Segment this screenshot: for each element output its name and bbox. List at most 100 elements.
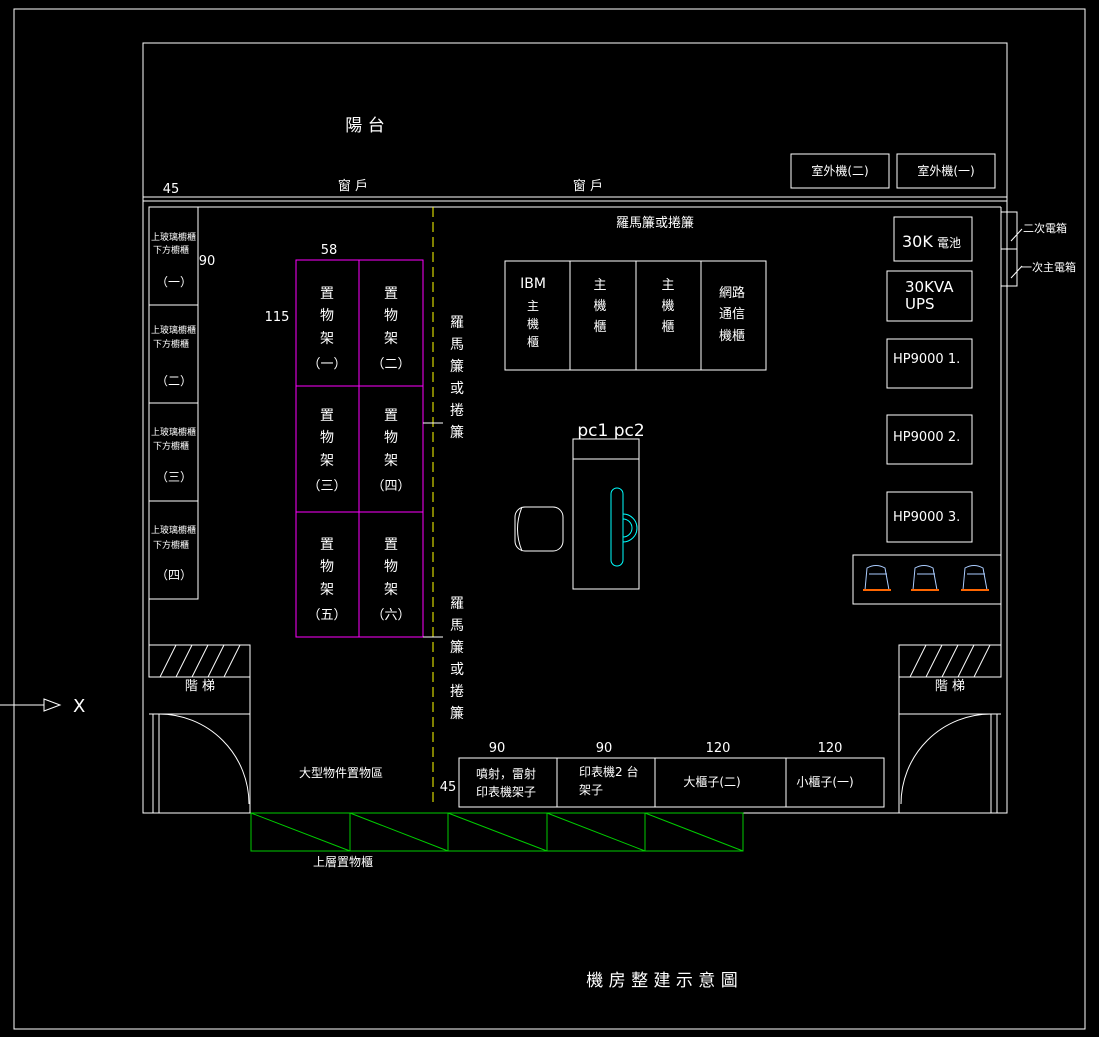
curtain-char: 簾 <box>450 640 464 656</box>
server-label: 主 <box>527 299 539 313</box>
bottom-cabinet-row <box>458 757 885 808</box>
shelf-num: （四） <box>371 479 410 494</box>
stairs-right-label: 階 梯 <box>935 679 965 694</box>
window-label-2: 窗 戶 <box>573 178 603 194</box>
x-marker-label: X <box>73 696 85 717</box>
battery-box <box>893 216 973 262</box>
shelf-char: 置 <box>320 408 334 424</box>
server-label: 機 <box>593 299 606 314</box>
hp9000-1 <box>886 338 973 389</box>
left-cabinet-line1: 上玻璃櫥櫃 <box>151 231 196 243</box>
shelf-char: 物 <box>384 308 398 324</box>
shelf-num: （五） <box>307 608 346 623</box>
curtain-char: 簾 <box>450 706 464 722</box>
shelf-char: 物 <box>320 308 334 324</box>
server-label: 櫃 <box>593 320 606 335</box>
shelf-num: （六） <box>371 608 410 623</box>
hp9000-2-label: HP9000 2. <box>893 430 960 445</box>
stairs-right <box>898 644 1002 813</box>
curtain-char: 馬 <box>450 337 464 353</box>
balcony-label: 陽 台 <box>345 116 384 136</box>
chair-icon <box>514 506 564 552</box>
stairs-left-label: 階 梯 <box>185 679 215 694</box>
server-label: 機 <box>527 316 539 331</box>
left-cabinet-line2: 下方櫥櫃 <box>153 338 189 350</box>
dim-cab-2: 90 <box>596 741 613 756</box>
left-cabinet-num: （二） <box>156 374 192 388</box>
dim-58: 58 <box>321 243 338 258</box>
shelf-char: 物 <box>384 430 398 446</box>
left-cabinet-line1: 上玻璃櫥櫃 <box>151 324 196 336</box>
bottom-cabinets: 噴射，雷射 印表機架子 印表機2 台 架子 大櫃子(二) 小櫃子(一) <box>458 757 885 808</box>
curtain-label-top: 羅馬簾或捲簾 <box>616 215 694 231</box>
left-cabinet-line2: 下方櫥櫃 <box>153 440 189 452</box>
panel-leader <box>1010 265 1023 279</box>
panel-label-main: 一次主電箱 <box>1021 260 1076 274</box>
left-cabinet-num: （四） <box>156 568 192 582</box>
battery-label-b: 電池 <box>937 236 961 250</box>
building-outline <box>142 42 1008 814</box>
large-item-area-label: 大型物件置物區 <box>299 766 383 780</box>
curtain-label-v1: 羅 馬 簾 或 捲 簾 <box>450 315 464 441</box>
left-cabinet-line1: 上玻璃櫥櫃 <box>151 524 196 536</box>
server-label: 主 <box>661 278 674 293</box>
outdoor-unit-1-label: 室外機(一) <box>917 163 974 178</box>
shelf-char: 置 <box>320 537 334 553</box>
dim-cab-4: 120 <box>818 741 843 756</box>
server-label: 主 <box>593 278 606 293</box>
left-cabinet-num: （一） <box>156 275 192 289</box>
shelf-char: 物 <box>320 430 334 446</box>
bottom-cabinet-label: 小櫃子(一) <box>796 775 853 789</box>
pc-label: pc1 pc2 <box>577 421 644 441</box>
curtain-char: 捲 <box>450 403 464 419</box>
server-label: IBM <box>520 276 546 292</box>
ac-unit-icon <box>961 565 989 591</box>
server-label: 網路 <box>719 285 745 301</box>
left-cabinet-line1: 上玻璃櫥櫃 <box>151 426 196 438</box>
dim-90-left: 90 <box>199 254 216 269</box>
storage-shelves: 置 物 架 （一） 置 物 架 （二） 置 物 架 （三） 置 物 架 （四） … <box>295 259 424 638</box>
server-label: 櫃 <box>661 320 674 335</box>
hp9000-3 <box>886 491 973 543</box>
curtain-char: 簾 <box>450 425 464 441</box>
left-cabinets: 上玻璃櫥櫃 下方櫥櫃 （一） 上玻璃櫥櫃 下方櫥櫃 （二） 上玻璃櫥櫃 下方櫥櫃… <box>148 206 199 600</box>
panel-label-secondary: 二次電箱 <box>1023 221 1067 235</box>
ups-box <box>886 270 973 322</box>
outdoor-unit-2 <box>790 153 890 189</box>
upper-storage-row <box>250 812 744 852</box>
server-cabinets: IBM 主 機 櫃 主 機 櫃 主 機 櫃 網路 通信 機櫃 <box>504 260 767 371</box>
outer-frame <box>13 8 1086 1030</box>
curtain-char: 簾 <box>450 359 464 375</box>
shelf-num: （一） <box>307 357 346 372</box>
server-label: 機櫃 <box>719 329 745 344</box>
shelf-char: 架 <box>384 453 398 469</box>
shelf-char: 物 <box>384 559 398 575</box>
left-cabinet <box>148 500 199 600</box>
diagram-title: 機 房 整 建 示 意 圖 <box>586 971 737 991</box>
battery-label-a: 30K <box>902 232 933 251</box>
hp9000-2 <box>886 414 973 465</box>
left-cabinet <box>148 206 199 306</box>
shelf-char: 置 <box>384 286 398 302</box>
left-cabinet-line2: 下方櫥櫃 <box>153 539 189 551</box>
server-label: 櫃 <box>527 335 539 349</box>
curtain-char: 或 <box>450 381 464 397</box>
ups-label-2: UPS <box>905 295 935 313</box>
curtain-char: 捲 <box>450 684 464 700</box>
curtain-char: 馬 <box>450 618 464 634</box>
shelf-char: 置 <box>384 537 398 553</box>
desk <box>572 438 640 590</box>
shelf-num: （三） <box>307 479 346 494</box>
dim-cab-3: 120 <box>706 741 731 756</box>
bottom-cabinet-label: 噴射，雷射 <box>476 766 536 781</box>
curtain-char: 或 <box>450 662 464 678</box>
hp9000-3-label: HP9000 3. <box>893 510 960 525</box>
hp9000-1-label: HP9000 1. <box>893 352 960 367</box>
shelf-char: 置 <box>320 286 334 302</box>
dim-45-bottom: 45 <box>440 780 457 795</box>
upper-storage <box>250 812 744 852</box>
left-cabinet-num: （三） <box>156 470 192 484</box>
shelf-char: 架 <box>384 582 398 598</box>
shelf-char: 物 <box>320 559 334 575</box>
